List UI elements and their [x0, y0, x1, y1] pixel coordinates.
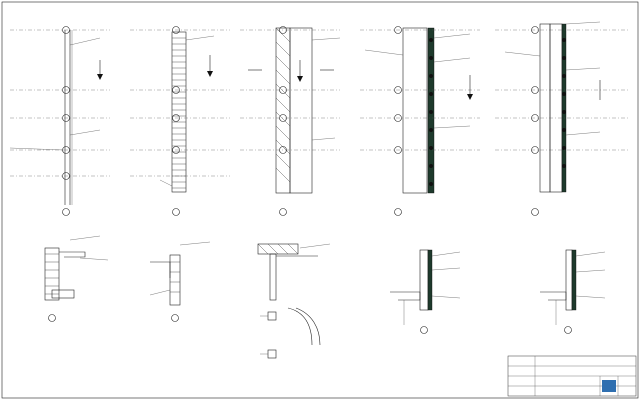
detail-4	[390, 249, 461, 334]
elevation-1	[9, 26, 110, 216]
elevation-5	[495, 21, 630, 216]
axis-marker	[62, 172, 70, 180]
elevation-2	[130, 26, 230, 216]
detail-5	[540, 249, 606, 334]
company-logo	[602, 380, 616, 392]
elevation-3	[240, 26, 341, 216]
detail-1	[44, 235, 109, 322]
axis-marker	[62, 114, 70, 122]
brick-hatch	[172, 37, 186, 189]
detail-2	[149, 241, 211, 322]
elevation-4	[360, 26, 480, 216]
detail-3	[257, 243, 331, 359]
axis-marker	[62, 86, 70, 94]
axis-marker	[62, 26, 70, 34]
axis-marker	[62, 208, 70, 216]
bracket-dots	[429, 38, 433, 186]
title-block	[507, 355, 637, 397]
